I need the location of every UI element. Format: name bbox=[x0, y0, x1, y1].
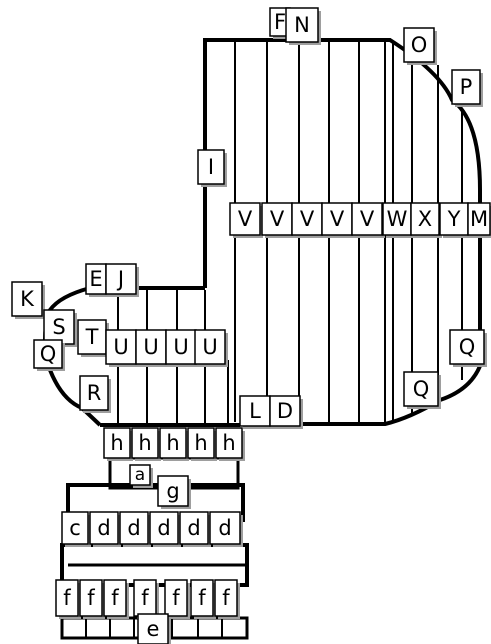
label-text: E bbox=[89, 267, 102, 291]
label-text: f bbox=[87, 586, 95, 610]
label-text: d bbox=[187, 516, 200, 540]
label-box-d4: d bbox=[180, 512, 211, 547]
label-text: V bbox=[300, 207, 315, 231]
label-box-m: M bbox=[468, 203, 491, 238]
label-box-f2: f bbox=[80, 580, 105, 619]
label-box-p: P bbox=[452, 70, 483, 107]
label-box-r: R bbox=[80, 376, 111, 413]
label-text: d bbox=[157, 516, 170, 540]
label-box-v3: V bbox=[292, 203, 325, 238]
label-box-d1: d bbox=[90, 512, 121, 547]
label-box-f3: f bbox=[104, 580, 129, 619]
label-box-i: I bbox=[198, 150, 227, 187]
label-text: f bbox=[63, 586, 71, 610]
label-box-v1: V bbox=[230, 203, 263, 238]
label-box-h2: h bbox=[132, 428, 161, 461]
label-text: h bbox=[110, 431, 123, 455]
label-text: O bbox=[411, 33, 428, 57]
label-text: K bbox=[20, 287, 35, 311]
label-box-top-n: N bbox=[286, 8, 321, 45]
label-text: g bbox=[166, 479, 179, 503]
label-text: f bbox=[222, 586, 230, 610]
label-layer: FNOPIVVVVVWXYMEJKSTUUUUQQQRLDhhhhhagcddd… bbox=[12, 8, 491, 644]
label-text: f bbox=[198, 586, 206, 610]
label-box-x: X bbox=[411, 203, 442, 238]
label-box-d5: d bbox=[210, 512, 243, 547]
label-text: U bbox=[113, 335, 128, 359]
label-box-f5: f bbox=[165, 580, 190, 619]
label-box-u2: U bbox=[136, 330, 169, 367]
label-text: Q bbox=[40, 342, 57, 366]
label-box-u3: U bbox=[166, 330, 199, 367]
label-text: L bbox=[249, 399, 261, 423]
label-text: T bbox=[85, 325, 99, 349]
label-box-f6: f bbox=[191, 580, 216, 619]
label-box-e-lower: e bbox=[138, 614, 171, 644]
label-box-d2: d bbox=[120, 512, 151, 547]
label-text: V bbox=[238, 207, 253, 231]
label-box-d3: d bbox=[150, 512, 181, 547]
label-text: h bbox=[138, 431, 151, 455]
label-text: h bbox=[222, 431, 235, 455]
label-box-v4: V bbox=[322, 203, 355, 238]
label-text: U bbox=[173, 335, 188, 359]
label-text: V bbox=[330, 207, 345, 231]
label-text: I bbox=[208, 155, 214, 179]
label-text: J bbox=[116, 267, 124, 291]
label-box-q-right: Q bbox=[450, 330, 487, 367]
label-box-f1: f bbox=[56, 580, 81, 619]
label-box-k: K bbox=[12, 282, 45, 319]
label-box-v2: V bbox=[262, 203, 295, 238]
label-text: U bbox=[143, 335, 158, 359]
label-box-g: g bbox=[158, 476, 191, 509]
label-text: d bbox=[97, 516, 110, 540]
label-box-f4: f bbox=[134, 580, 159, 619]
label-text: S bbox=[52, 315, 65, 339]
label-text: W bbox=[387, 207, 408, 231]
label-text: e bbox=[147, 617, 160, 641]
label-text: d bbox=[218, 516, 231, 540]
label-box-l: L bbox=[240, 396, 273, 429]
label-box-w: W bbox=[383, 203, 414, 238]
label-text: Q bbox=[413, 377, 430, 401]
label-box-y: Y bbox=[440, 203, 471, 238]
label-box-u1: U bbox=[106, 330, 139, 367]
label-box-v5: V bbox=[352, 203, 385, 238]
label-text: P bbox=[460, 75, 473, 99]
label-text: f bbox=[172, 586, 180, 610]
label-box-q-bottom: Q bbox=[404, 372, 441, 409]
label-text: f bbox=[141, 586, 149, 610]
label-text: M bbox=[470, 207, 488, 231]
label-box-t: T bbox=[78, 320, 109, 357]
label-text: F bbox=[274, 10, 286, 34]
label-text: a bbox=[135, 465, 145, 485]
label-text: Q bbox=[459, 335, 476, 359]
label-text: c bbox=[69, 516, 81, 540]
label-box-f7: f bbox=[215, 580, 240, 619]
label-box-d-upper: D bbox=[270, 396, 303, 429]
label-box-o: O bbox=[404, 28, 437, 65]
label-text: N bbox=[294, 13, 310, 37]
label-box-h3: h bbox=[160, 428, 189, 461]
label-text: V bbox=[270, 207, 285, 231]
label-text: V bbox=[360, 207, 375, 231]
label-box-c: c bbox=[62, 512, 91, 547]
label-text: d bbox=[127, 516, 140, 540]
label-text: f bbox=[111, 586, 119, 610]
label-box-h4: h bbox=[188, 428, 217, 461]
label-box-h5: h bbox=[216, 428, 245, 461]
label-text: D bbox=[277, 399, 293, 423]
label-box-j: J bbox=[106, 264, 139, 297]
label-box-q-left: Q bbox=[34, 340, 65, 371]
label-text: h bbox=[194, 431, 207, 455]
label-box-h1: h bbox=[104, 428, 133, 461]
label-text: X bbox=[418, 207, 432, 231]
label-text: Y bbox=[447, 207, 461, 231]
label-box-u4: U bbox=[195, 330, 228, 367]
label-box-small-a: a bbox=[130, 465, 153, 488]
label-text: R bbox=[87, 381, 102, 405]
label-text: U bbox=[202, 335, 217, 359]
label-text: h bbox=[166, 431, 179, 455]
